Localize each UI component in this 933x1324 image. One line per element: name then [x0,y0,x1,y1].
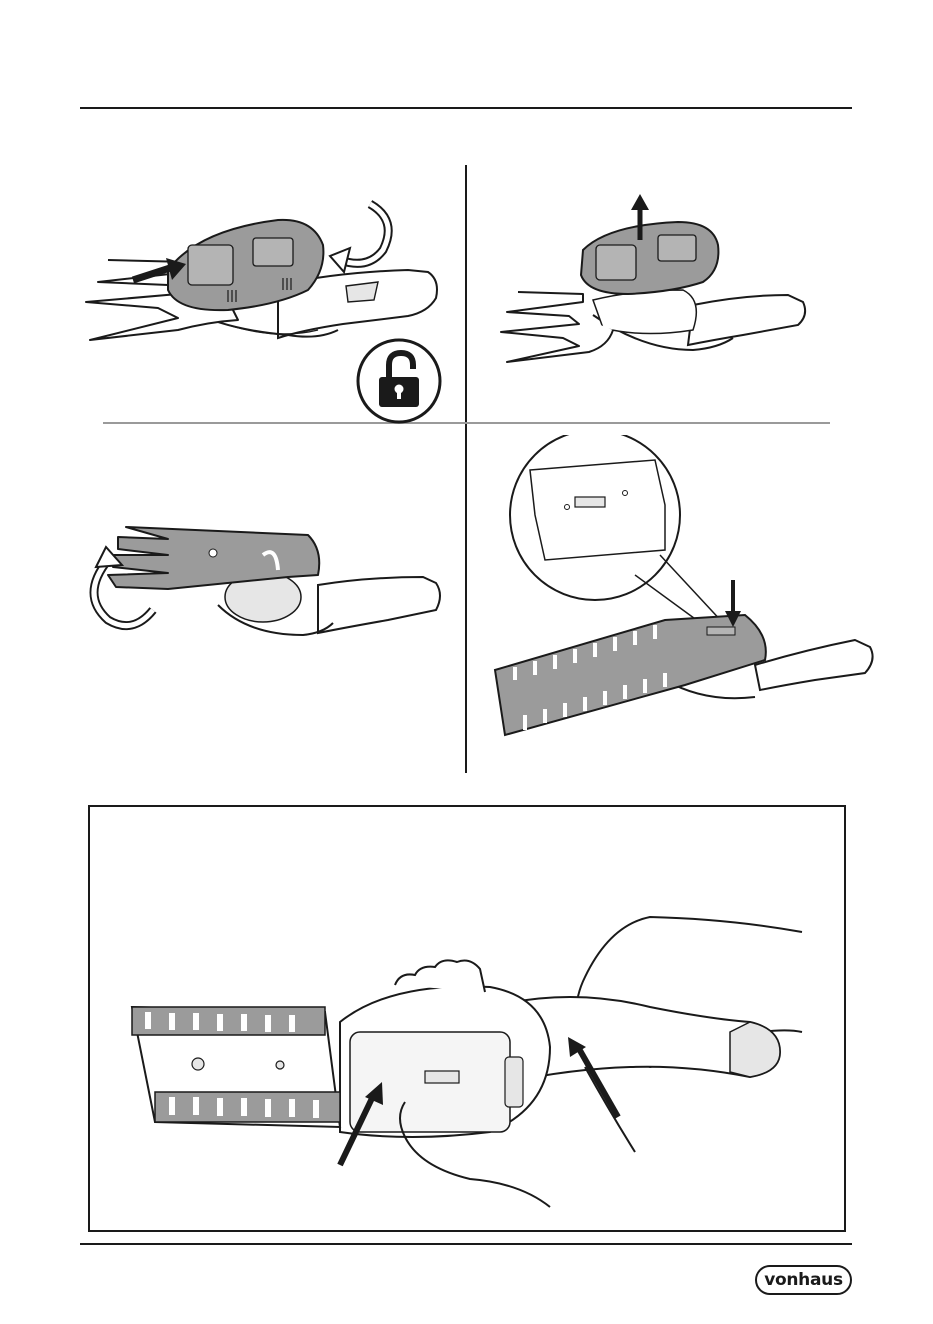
figure-lift-battery [493,190,813,370]
illustration-frame [88,805,846,1232]
unlocked-padlock-icon [355,337,443,425]
figure-insert-blade [485,435,880,740]
brand-logo: vonhaus [755,1265,852,1295]
footer-rule [80,1243,852,1245]
column-divider [465,165,467,773]
brand-logo-text: vonhaus [764,1272,843,1289]
figure-rotate-blade [78,515,448,645]
header-rule [80,107,852,109]
row-divider [103,422,830,424]
